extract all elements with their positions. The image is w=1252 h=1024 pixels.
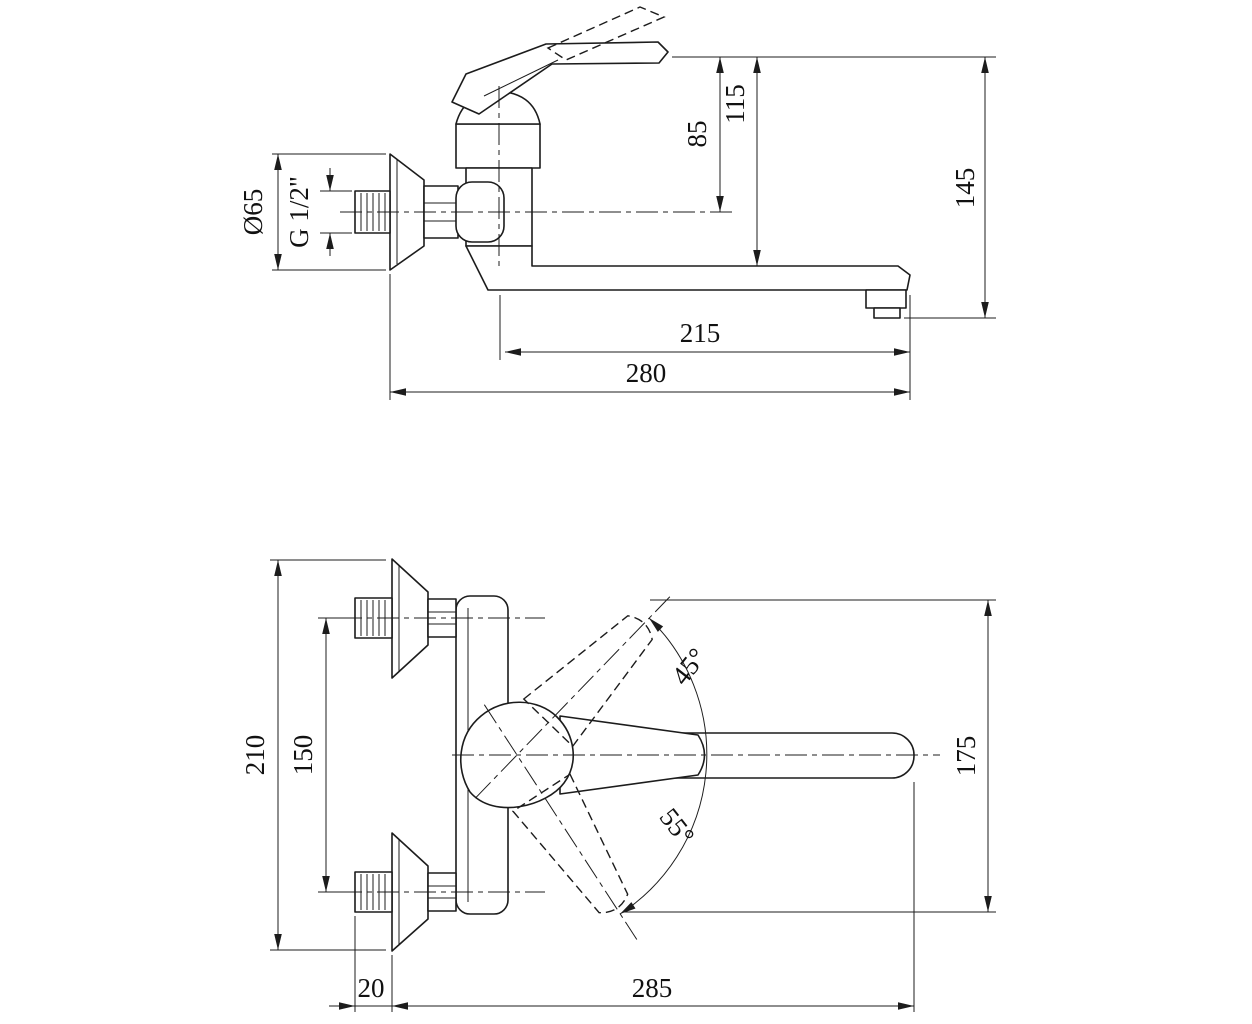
dim-flange-diameter-label: Ø65 [238, 189, 268, 236]
dim-150-label: 150 [288, 735, 318, 776]
plan-view: 210 150 175 45° 55° 20 285 [240, 558, 996, 1012]
dim-115-label: 115 [720, 84, 750, 124]
aerator-outlet [873, 307, 901, 319]
dim-175-label: 175 [951, 736, 981, 777]
dim-thread-size-label: G 1/2" [284, 176, 314, 248]
dim-280-label: 280 [626, 358, 667, 388]
side-view-dimensions: Ø65 G 1/2" 85 115 145 215 280 [238, 56, 996, 400]
mixer-head-body [455, 123, 541, 169]
plan-view-dimensions: 210 150 175 45° 55° 20 285 [240, 559, 996, 1012]
dim-145-label: 145 [950, 168, 980, 209]
swing-arc [619, 617, 708, 915]
dim-20-label: 20 [358, 973, 385, 1003]
lever-handle [451, 41, 669, 115]
side-view-centerlines [340, 86, 734, 270]
aerator-body [865, 289, 907, 309]
dim-285-label: 285 [632, 973, 673, 1003]
dim-215-label: 215 [680, 318, 721, 348]
dim-85-label: 85 [682, 121, 712, 148]
plan-view-centerlines [340, 617, 940, 893]
side-view-faucet-outline [354, 6, 911, 319]
spout-outline [465, 245, 911, 291]
side-view: Ø65 G 1/2" 85 115 145 215 280 [238, 6, 996, 400]
lever-handle-raised-phantom [546, 6, 666, 61]
dim-210-label: 210 [240, 735, 270, 776]
